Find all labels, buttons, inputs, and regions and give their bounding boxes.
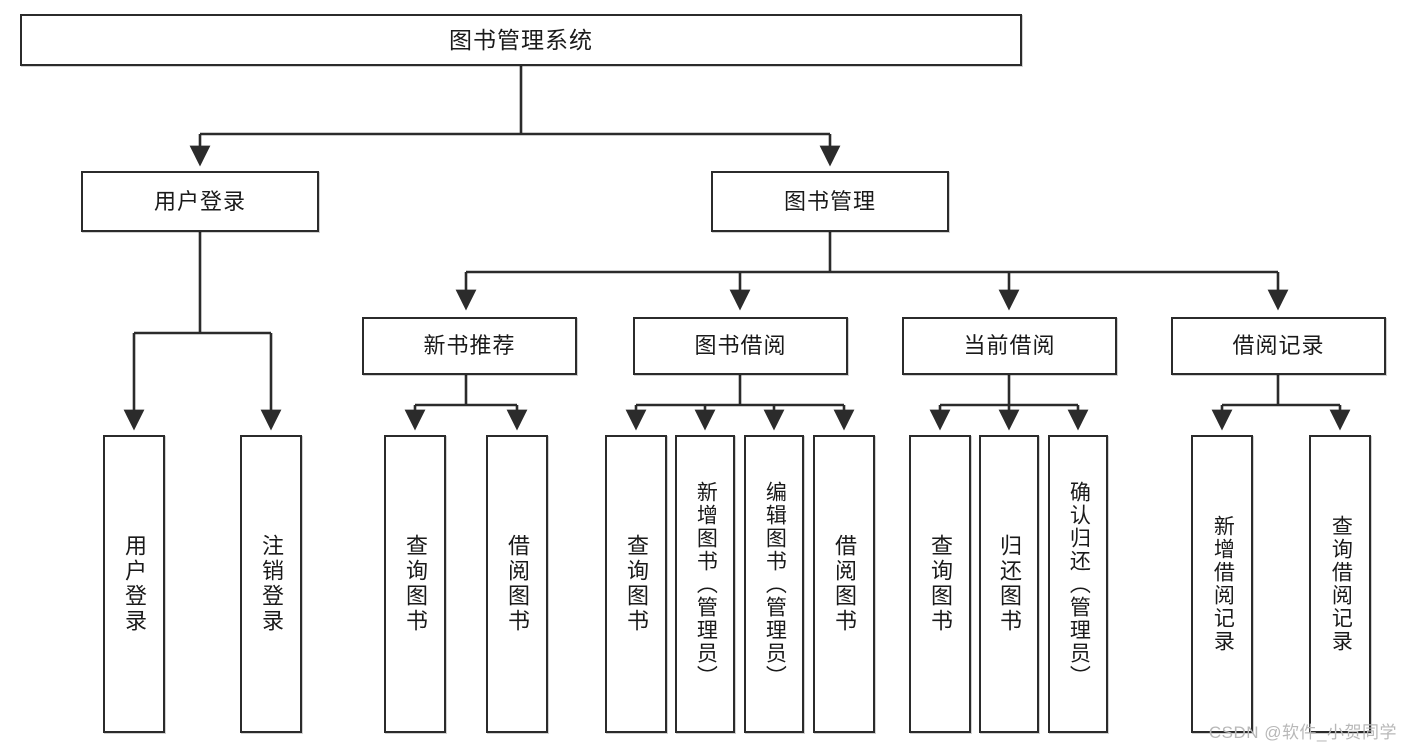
node-label: 归还图书 <box>996 534 1022 634</box>
node-book-borrow[interactable]: 图书借阅 <box>633 317 848 375</box>
node-borrow-records[interactable]: 借阅记录 <box>1171 317 1386 375</box>
node-label: 新书推荐 <box>423 333 516 359</box>
node-label: 确认归还（管理员） <box>1067 480 1091 688</box>
leaf-add-borrow-record[interactable]: 新增借阅记录 <box>1191 435 1253 733</box>
node-label: 图书管理 <box>783 188 876 214</box>
node-label: 用户登录 <box>153 188 246 214</box>
leaf-borrow-book-newbook[interactable]: 借阅图书 <box>486 435 548 733</box>
node-current-borrow[interactable]: 当前借阅 <box>902 317 1117 375</box>
leaf-query-book-current[interactable]: 查询图书 <box>909 435 971 733</box>
node-label: 图书借阅 <box>694 333 787 359</box>
node-label: 查询图书 <box>927 534 953 634</box>
node-label: 用户登录 <box>121 534 147 634</box>
node-label: 新增图书（管理员） <box>694 480 718 688</box>
node-label: 新增借阅记录 <box>1211 515 1235 653</box>
node-label: 编辑图书（管理员） <box>763 480 787 688</box>
leaf-edit-book-admin[interactable]: 编辑图书（管理员） <box>744 435 804 733</box>
node-label: 查询图书 <box>623 534 649 634</box>
node-label: 借阅图书 <box>504 534 530 634</box>
node-label: 当前借阅 <box>963 333 1056 359</box>
node-book-management[interactable]: 图书管理 <box>711 171 949 232</box>
node-new-book-recommend[interactable]: 新书推荐 <box>362 317 577 375</box>
leaf-user-login[interactable]: 用户登录 <box>103 435 165 733</box>
leaf-add-book-admin[interactable]: 新增图书（管理员） <box>675 435 735 733</box>
leaf-confirm-return-admin[interactable]: 确认归还（管理员） <box>1048 435 1108 733</box>
leaf-borrow-book[interactable]: 借阅图书 <box>813 435 875 733</box>
node-label: 借阅记录 <box>1232 333 1325 359</box>
node-label: 图书管理系统 <box>449 26 593 53</box>
watermark-text: CSDN @软件_小贺同学 <box>1208 723 1397 742</box>
node-label: 查询借阅记录 <box>1329 515 1353 653</box>
leaf-query-borrow-record[interactable]: 查询借阅记录 <box>1309 435 1371 733</box>
leaf-return-book[interactable]: 归还图书 <box>979 435 1039 733</box>
node-label: 查询图书 <box>402 534 428 634</box>
node-root-system[interactable]: 图书管理系统 <box>20 14 1022 66</box>
leaf-query-book-newbook[interactable]: 查询图书 <box>384 435 446 733</box>
leaf-query-book-borrow[interactable]: 查询图书 <box>605 435 667 733</box>
leaf-logout[interactable]: 注销登录 <box>240 435 302 733</box>
node-label: 注销登录 <box>258 534 284 634</box>
node-label: 借阅图书 <box>831 534 857 634</box>
node-user-login[interactable]: 用户登录 <box>81 171 319 232</box>
